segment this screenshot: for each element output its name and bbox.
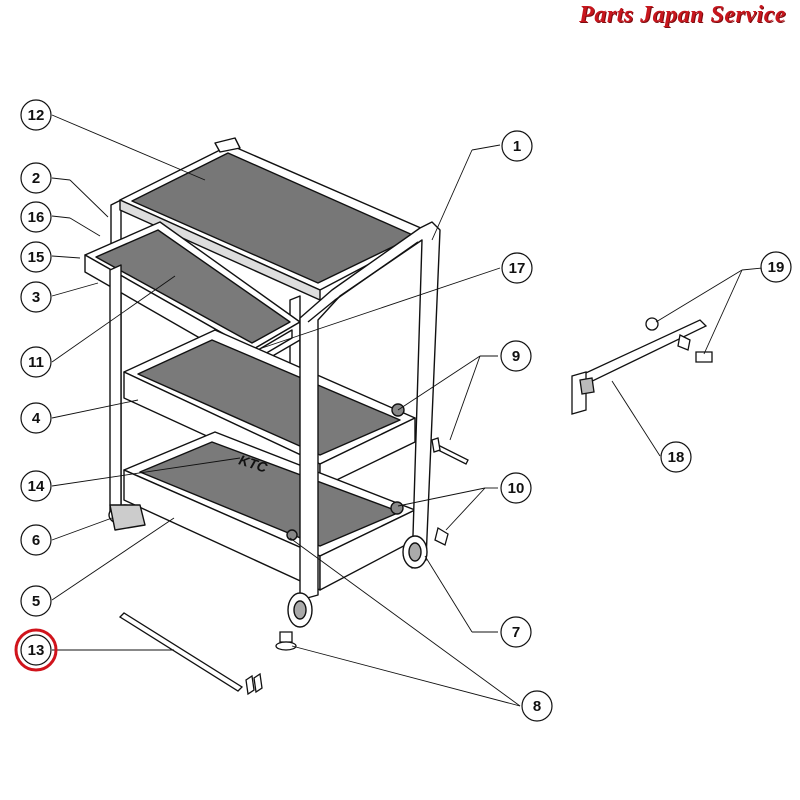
svg-text:12: 12 bbox=[28, 107, 45, 124]
callout-10: 10 bbox=[500, 472, 532, 504]
callout-18: 18 bbox=[660, 441, 692, 473]
callout-6: 6 bbox=[20, 524, 52, 556]
callout-17: 17 bbox=[501, 252, 533, 284]
callout-12: 12 bbox=[20, 99, 52, 131]
callout-5: 5 bbox=[20, 585, 52, 617]
callout-16: 16 bbox=[20, 201, 52, 233]
svg-text:3: 3 bbox=[32, 289, 40, 306]
svg-text:8: 8 bbox=[533, 698, 541, 715]
callout-13: 13 bbox=[14, 628, 58, 672]
callout-19: 19 bbox=[760, 251, 792, 283]
svg-text:14: 14 bbox=[28, 478, 45, 495]
svg-text:17: 17 bbox=[509, 260, 526, 277]
service-cart bbox=[84, 137, 441, 628]
casters bbox=[108, 504, 428, 628]
svg-text:15: 15 bbox=[28, 249, 45, 266]
callout-9: 9 bbox=[500, 340, 532, 372]
leader-lines bbox=[51, 114, 773, 707]
svg-text:18: 18 bbox=[668, 449, 685, 466]
callout-2: 2 bbox=[20, 162, 52, 194]
svg-text:11: 11 bbox=[28, 354, 44, 371]
svg-text:4: 4 bbox=[32, 410, 41, 427]
svg-text:1: 1 bbox=[513, 138, 521, 155]
bottom-tray bbox=[123, 431, 416, 591]
callout-8: 8 bbox=[521, 690, 553, 722]
svg-text:16: 16 bbox=[28, 209, 45, 226]
svg-text:7: 7 bbox=[512, 624, 520, 641]
svg-text:13: 13 bbox=[28, 642, 45, 659]
top-tray bbox=[119, 137, 431, 301]
callout-14: 14 bbox=[20, 470, 52, 502]
callout-15: 15 bbox=[20, 241, 52, 273]
callout-7: 7 bbox=[500, 616, 532, 648]
svg-text:2: 2 bbox=[32, 170, 40, 187]
svg-text:19: 19 bbox=[768, 259, 785, 276]
svg-text:9: 9 bbox=[512, 348, 520, 365]
brand-watermark: Parts Japan Service bbox=[579, 2, 786, 28]
svg-text:5: 5 bbox=[32, 593, 40, 610]
callout-11: 11 bbox=[20, 346, 52, 378]
loose-parts bbox=[118, 317, 713, 696]
callout-4: 4 bbox=[20, 402, 52, 434]
svg-text:10: 10 bbox=[508, 480, 525, 497]
callout-3: 3 bbox=[20, 281, 52, 313]
svg-text:6: 6 bbox=[32, 532, 40, 549]
callout-1: 1 bbox=[501, 130, 533, 162]
highlight-ring bbox=[14, 628, 58, 672]
